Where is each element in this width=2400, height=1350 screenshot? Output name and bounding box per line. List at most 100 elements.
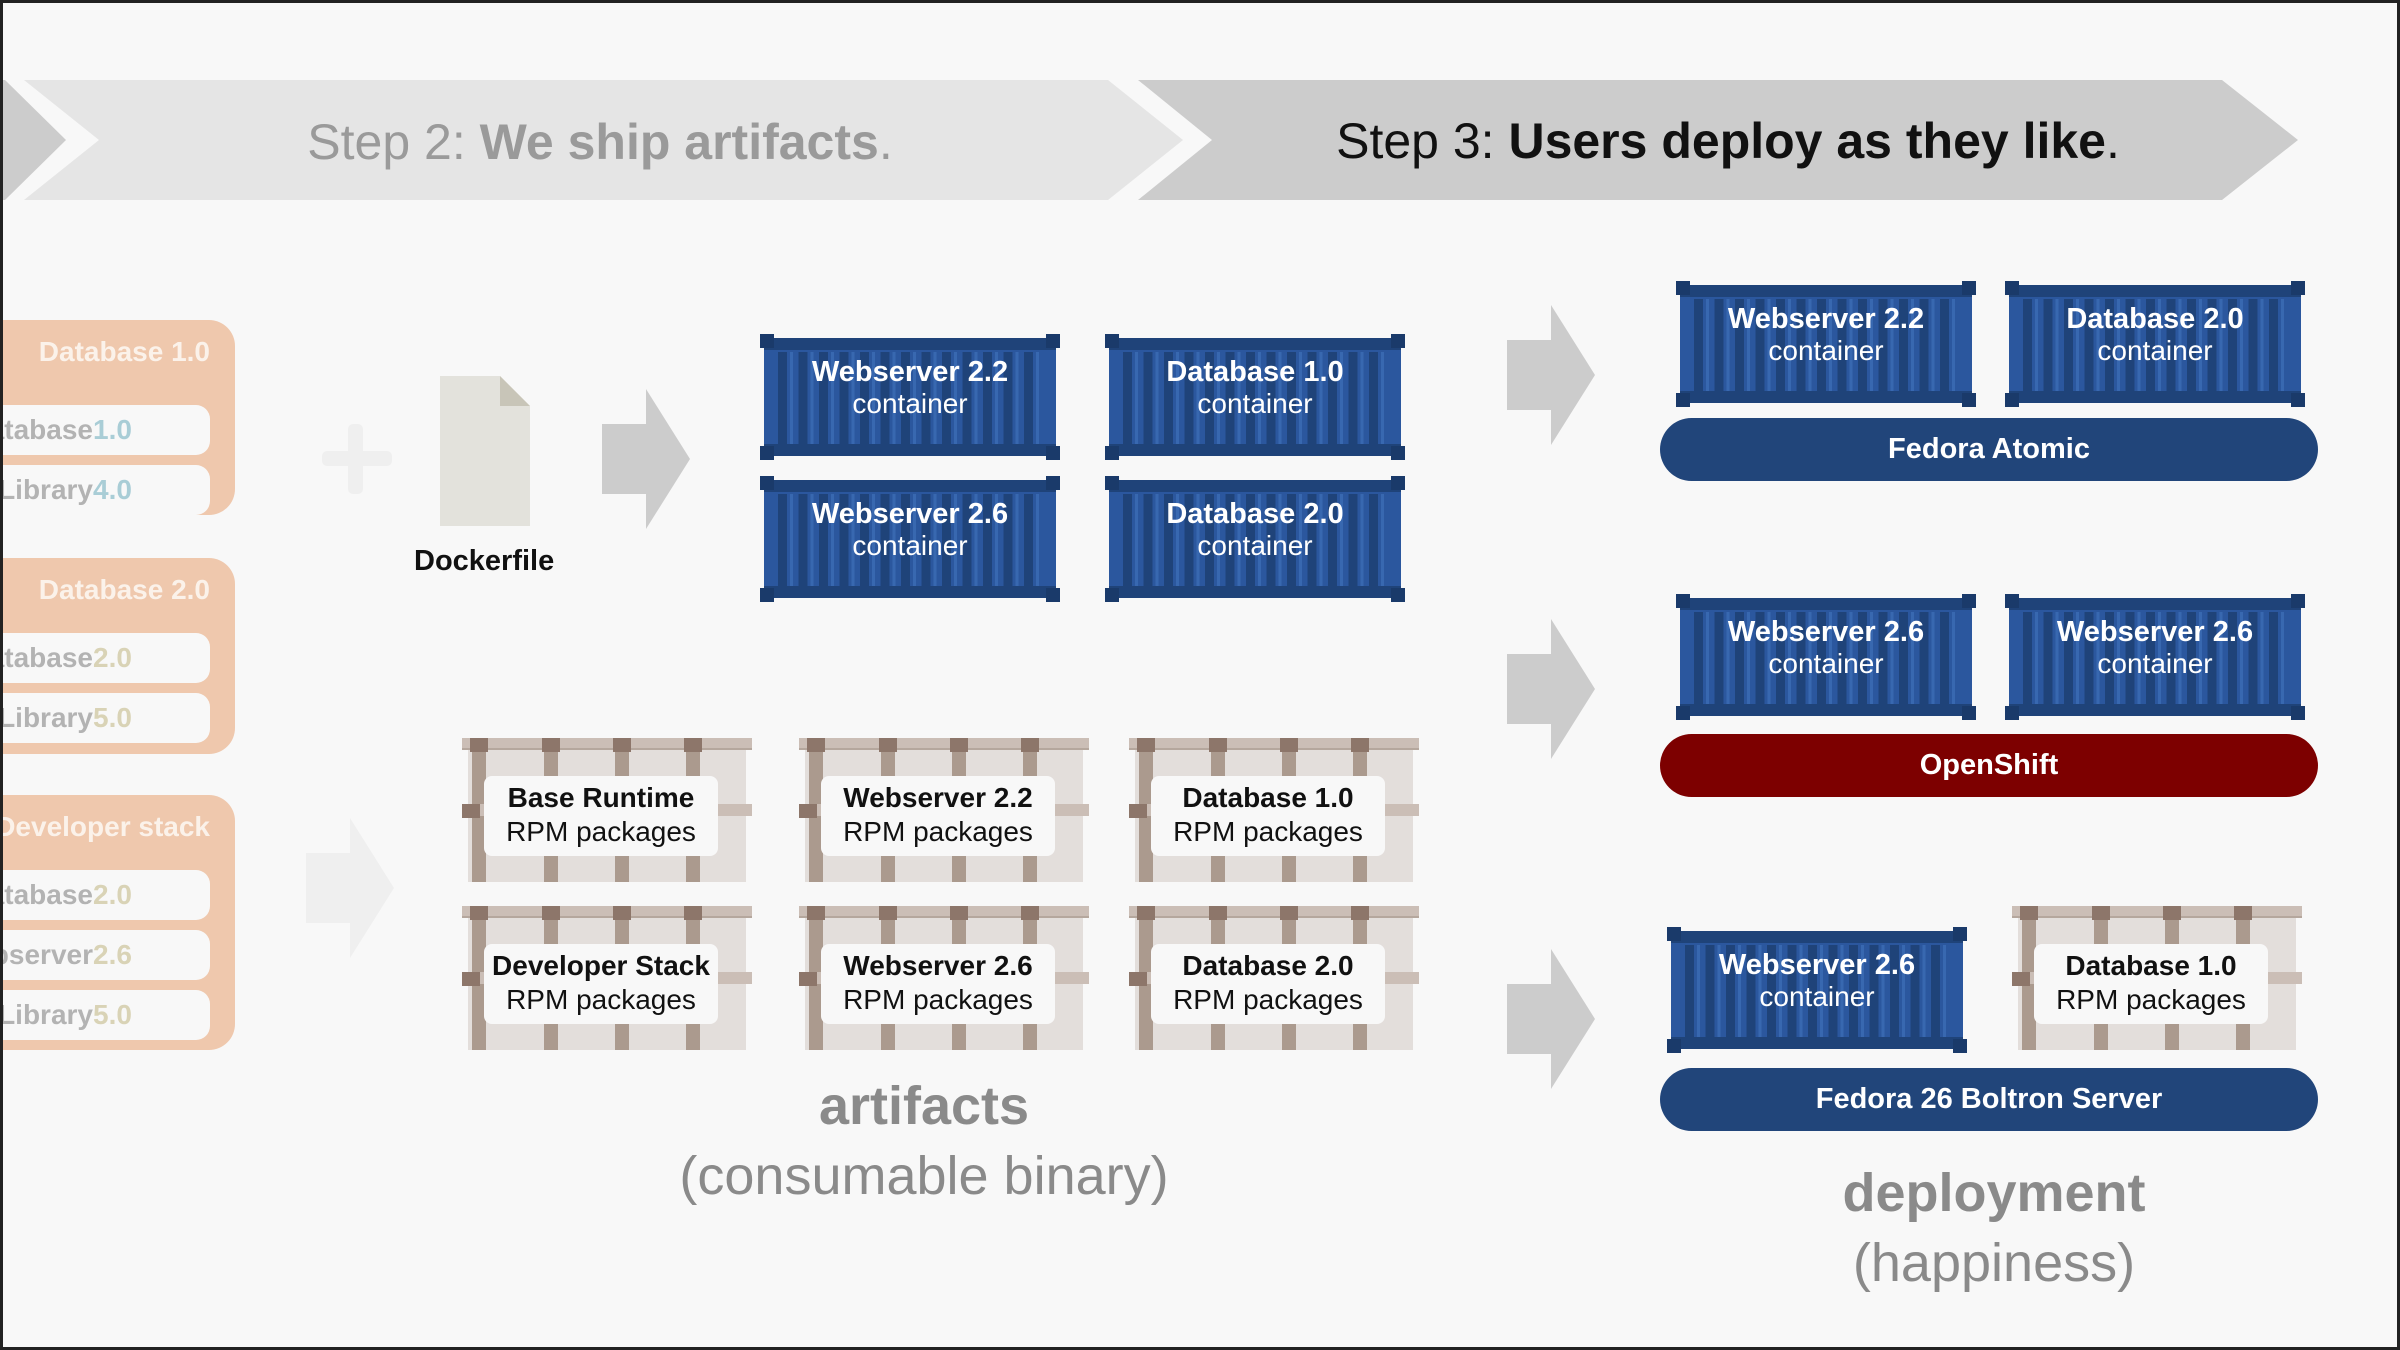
stack-row-name: Database bbox=[0, 414, 93, 445]
stack-row-name: Webserver bbox=[0, 939, 93, 970]
arrow-right-icon bbox=[602, 389, 690, 529]
docker-container: Database 2.0 container bbox=[2005, 281, 2305, 407]
package-name: Database 1.0 bbox=[2065, 950, 2237, 981]
container-name: Webserver 2.2 bbox=[811, 356, 1009, 388]
container-kind: container bbox=[1768, 648, 1884, 680]
container-kind: container bbox=[1768, 335, 1884, 367]
plus-icon bbox=[322, 424, 392, 494]
package-kind: RPM packages bbox=[2056, 984, 2246, 1016]
container-name: Webserver 2.6 bbox=[2056, 616, 2254, 648]
stack-row-name: Library bbox=[0, 702, 93, 733]
step2-chevron bbox=[24, 80, 1183, 200]
shipping-container-icon bbox=[1676, 594, 1976, 720]
container-kind: container bbox=[2097, 335, 2213, 367]
stack-row: Library 5.0 bbox=[0, 693, 210, 743]
stack-row-name: Library bbox=[0, 474, 93, 505]
docker-container: Webserver 2.6 container bbox=[1667, 927, 1967, 1053]
platform-bar-openshift: OpenShift bbox=[1660, 734, 2318, 797]
container-name: Database 1.0 bbox=[1166, 356, 1344, 388]
package-name: Database 1.0 bbox=[1182, 782, 1354, 813]
container-name: Webserver 2.6 bbox=[811, 498, 1009, 530]
container-kind: container bbox=[2097, 648, 2213, 680]
arrow-right-icon bbox=[1507, 305, 1595, 445]
container-kind: container bbox=[1197, 530, 1313, 562]
crate-label: Database 1.0 RPM packages bbox=[2034, 944, 2268, 1024]
package-kind: RPM packages bbox=[1173, 984, 1363, 1016]
stack-row: Database 1.0 bbox=[0, 405, 210, 455]
stack-row-version: 4.0 bbox=[93, 474, 132, 505]
container-kind: container bbox=[852, 388, 968, 420]
artifacts-caption: artifacts bbox=[818, 1076, 1030, 1136]
container-label: Webserver 2.2 container bbox=[1676, 303, 1976, 367]
artifacts-subcaption: (consumable binary) bbox=[679, 1146, 1169, 1206]
container-kind: container bbox=[852, 530, 968, 562]
package-name: Webserver 2.6 bbox=[843, 950, 1033, 981]
stack-title: Developer stack bbox=[0, 811, 210, 842]
rpm-package-crate: Webserver 2.6 RPM packages bbox=[797, 906, 1089, 1050]
stack-row: Database 2.0 bbox=[0, 633, 210, 683]
step2-bold: We ship artifacts bbox=[479, 114, 879, 170]
package-name: Base Runtime bbox=[507, 782, 695, 813]
document-icon bbox=[440, 376, 530, 526]
shipping-container-icon bbox=[1105, 334, 1405, 460]
platform-bar-boltron-server: Fedora 26 Boltron Server bbox=[1660, 1068, 2318, 1131]
stack-card: Developer stack Database 2.0 Webserver 2… bbox=[0, 795, 235, 1050]
container-kind: container bbox=[1197, 388, 1313, 420]
container-name: Database 2.0 bbox=[1166, 498, 1344, 530]
rpm-package-crate: Base Runtime RPM packages bbox=[460, 738, 752, 882]
step3-prefix: Step 3: bbox=[1336, 113, 1509, 169]
stack-row-version: 1.0 bbox=[93, 414, 132, 445]
container-label: Database 2.0 container bbox=[1105, 498, 1405, 562]
container-label: Webserver 2.6 container bbox=[2005, 616, 2305, 680]
platform-bar-fedora-atomic: Fedora Atomic bbox=[1660, 418, 2318, 481]
step3-bold: Users deploy as they like bbox=[1508, 113, 2106, 169]
package-name: Webserver 2.2 bbox=[843, 782, 1033, 813]
container-name: Database 2.0 bbox=[2066, 303, 2244, 335]
container-label: Database 1.0 container bbox=[1105, 356, 1405, 420]
package-name: Database 2.0 bbox=[1182, 950, 1354, 981]
container-label: Webserver 2.2 container bbox=[760, 356, 1060, 420]
arrow-right-icon bbox=[1507, 949, 1595, 1089]
shipping-container-icon bbox=[760, 476, 1060, 602]
shipping-container-icon bbox=[2005, 281, 2305, 407]
container-name: Webserver 2.6 bbox=[1718, 949, 1916, 981]
package-name: Developer Stack bbox=[492, 950, 710, 981]
stack-row: Database 2.0 bbox=[0, 870, 210, 920]
step3-chevron bbox=[1138, 80, 2298, 200]
container-label: Database 2.0 container bbox=[2005, 303, 2305, 367]
crate-label: Base Runtime RPM packages bbox=[484, 776, 718, 856]
container-label: Webserver 2.6 container bbox=[1676, 616, 1976, 680]
docker-container: Database 2.0 container bbox=[1105, 476, 1405, 602]
shipping-container-icon bbox=[1676, 281, 1976, 407]
stack-card: Database 2.0 Database 2.0 Library 5.0 bbox=[0, 558, 235, 754]
stack-title: Database 1.0 bbox=[38, 336, 210, 367]
step2-prefix: Step 2: bbox=[307, 114, 480, 170]
stack-row-name: Database bbox=[0, 879, 93, 910]
shipping-container-icon bbox=[760, 334, 1060, 460]
crate-label: Developer Stack RPM packages bbox=[484, 944, 718, 1024]
step3-suffix: . bbox=[2105, 113, 2120, 169]
stack-row-name: Library bbox=[0, 999, 93, 1030]
container-name: Webserver 2.2 bbox=[1727, 303, 1925, 335]
stack-row-version: 5.0 bbox=[93, 999, 132, 1030]
dockerfile-label: Dockerfile bbox=[414, 545, 555, 577]
container-label: Webserver 2.6 container bbox=[1667, 949, 1967, 1013]
package-kind: RPM packages bbox=[843, 984, 1033, 1016]
crate-label: Webserver 2.2 RPM packages bbox=[821, 776, 1055, 856]
container-label: Webserver 2.6 container bbox=[760, 498, 1060, 562]
shipping-container-icon bbox=[1667, 927, 1967, 1053]
crate-label: Database 2.0 RPM packages bbox=[1151, 944, 1385, 1024]
arrow-right-icon bbox=[1507, 619, 1595, 759]
step2-suffix: . bbox=[878, 114, 893, 170]
rpm-package-crate: Webserver 2.2 RPM packages bbox=[797, 738, 1089, 882]
rpm-package-crate: Database 1.0 RPM packages bbox=[2010, 906, 2302, 1050]
arrow-right-icon bbox=[306, 818, 394, 958]
docker-container: Database 1.0 container bbox=[1105, 334, 1405, 460]
stack-card: Database 1.0 Database 1.0 Library 4.0 bbox=[0, 320, 235, 515]
package-kind: RPM packages bbox=[843, 816, 1033, 848]
docker-container: Webserver 2.2 container bbox=[1676, 281, 1976, 407]
rpm-package-crate: Database 2.0 RPM packages bbox=[1127, 906, 1419, 1050]
step-banner bbox=[0, 80, 2298, 200]
stack-row-version: 2.0 bbox=[93, 642, 132, 673]
rpm-package-crate: Developer Stack RPM packages bbox=[460, 906, 752, 1050]
